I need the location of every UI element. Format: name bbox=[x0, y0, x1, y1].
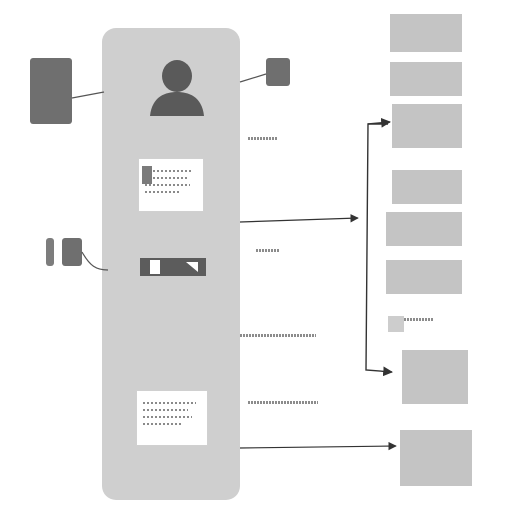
card-top-line bbox=[145, 191, 182, 193]
scribble-label bbox=[240, 334, 316, 337]
card-top-marker bbox=[142, 166, 152, 184]
left-bar-thin bbox=[46, 238, 54, 266]
right-box bbox=[386, 212, 462, 246]
card-top-line bbox=[145, 184, 190, 186]
card-bottom-line bbox=[143, 402, 197, 404]
card-top-line bbox=[145, 177, 187, 179]
tab-notch-right bbox=[186, 262, 198, 272]
card-bottom-line bbox=[143, 409, 189, 411]
scribble-label bbox=[404, 318, 434, 321]
scribble-label bbox=[248, 137, 278, 140]
card-bottom bbox=[136, 390, 208, 446]
tab-notch bbox=[150, 260, 160, 274]
scribble-label bbox=[256, 249, 280, 252]
right-box bbox=[402, 350, 468, 404]
card-top-line bbox=[145, 170, 192, 172]
right-box-small bbox=[388, 316, 404, 332]
left-device bbox=[30, 58, 72, 124]
right-box bbox=[392, 104, 462, 148]
right-box bbox=[390, 62, 462, 96]
person-icon bbox=[150, 60, 204, 116]
card-bottom-line bbox=[143, 416, 192, 418]
card-bottom-line bbox=[143, 423, 182, 425]
small-handle bbox=[266, 58, 290, 86]
scribble-label bbox=[248, 401, 318, 404]
right-box bbox=[386, 260, 462, 294]
left-bars bbox=[62, 238, 82, 266]
right-box bbox=[390, 14, 462, 52]
right-box bbox=[400, 430, 472, 486]
right-box bbox=[392, 170, 462, 204]
